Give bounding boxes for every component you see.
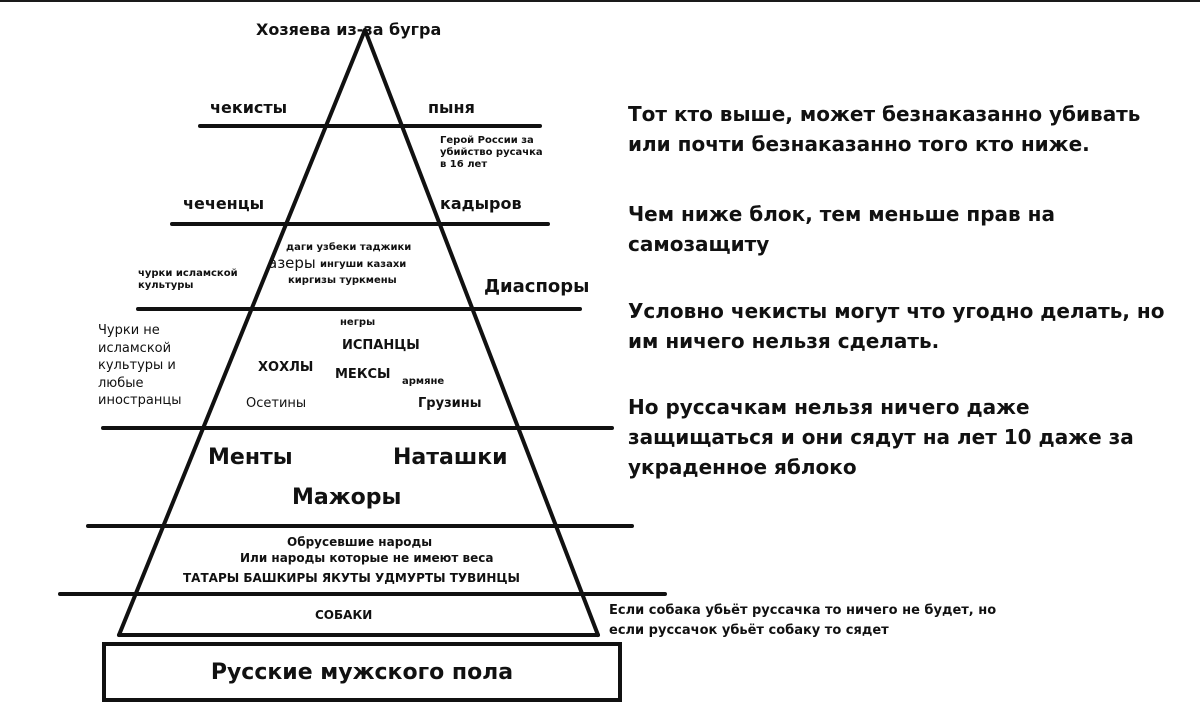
tier2-right-label: кадыров (440, 194, 522, 213)
side-paragraph-3: Условно чекисты могут что угодно делать,… (628, 299, 1165, 353)
tier4-armyane: армяне (402, 376, 445, 387)
tier1-left-label: чекисты (210, 98, 288, 117)
side-paragraph-1: Тот кто выше, может безнаказанно убивать… (628, 102, 1141, 156)
tier5-menty: Менты (208, 445, 293, 470)
tier5-mazhory: Мажоры (292, 485, 402, 510)
side-paragraph-2: Чем ниже блок, тем меньше прав на самоза… (628, 202, 1055, 256)
pyramid-right-edge (363, 28, 600, 637)
base-label: Русские мужского пола (210, 659, 514, 685)
pyramid-left-edge (117, 28, 367, 637)
tier2-left-label: чеченцы (183, 194, 265, 213)
tier4-osetiny: Осетины (246, 396, 307, 411)
tier3-line2b: ингуши казахи (320, 259, 407, 270)
tier4-outside-left: Чурки не исламской культуры и любые инос… (98, 323, 182, 409)
tier3-line3: киргизы туркмены (288, 275, 397, 286)
tier7-note-line1: Если собака убьёт руссачка то ничего не … (609, 603, 997, 618)
tier6-line1: Обрусевшие народы (287, 535, 433, 549)
tier3-outside-right: Диаспоры (484, 276, 590, 297)
tier5-natashki: Наташки (393, 445, 508, 470)
side-paragraph-4: Но руссачкам нельзя ничего даже защищать… (628, 395, 1134, 479)
tier3-azery: азеры (268, 254, 316, 272)
tier4-ispancy: ИСПАНЦЫ (342, 338, 420, 353)
top-label: Хозяева из-за бугра (256, 20, 442, 39)
tier7-sobaki: СОБАКИ (315, 608, 373, 622)
tier4-hohly: ХОХЛЫ (258, 360, 314, 375)
tier6-line2: Или народы которые не имеют веса (240, 551, 494, 565)
base-box: Русские мужского пола (102, 642, 622, 702)
tier4-gruziny: Грузины (418, 396, 482, 411)
tier4-meksy: МЕКСЫ (335, 367, 391, 382)
tier7-note-line2: если руссачок убьёт собаку то сядет (609, 623, 889, 638)
tier1-right-label: пыня (428, 98, 475, 117)
tier3-outside-left: чурки исламской культуры (138, 268, 238, 291)
tier6-line3: ТАТАРЫ БАШКИРЫ ЯКУТЫ УДМУРТЫ ТУВИНЦЫ (183, 571, 520, 585)
tier4-negry: негры (340, 317, 376, 328)
top-border-line (0, 0, 1200, 2)
tier1-note: Герой России за убийство русачка в 16 ле… (440, 135, 543, 170)
tier3-line1: даги узбеки таджики (286, 242, 412, 253)
